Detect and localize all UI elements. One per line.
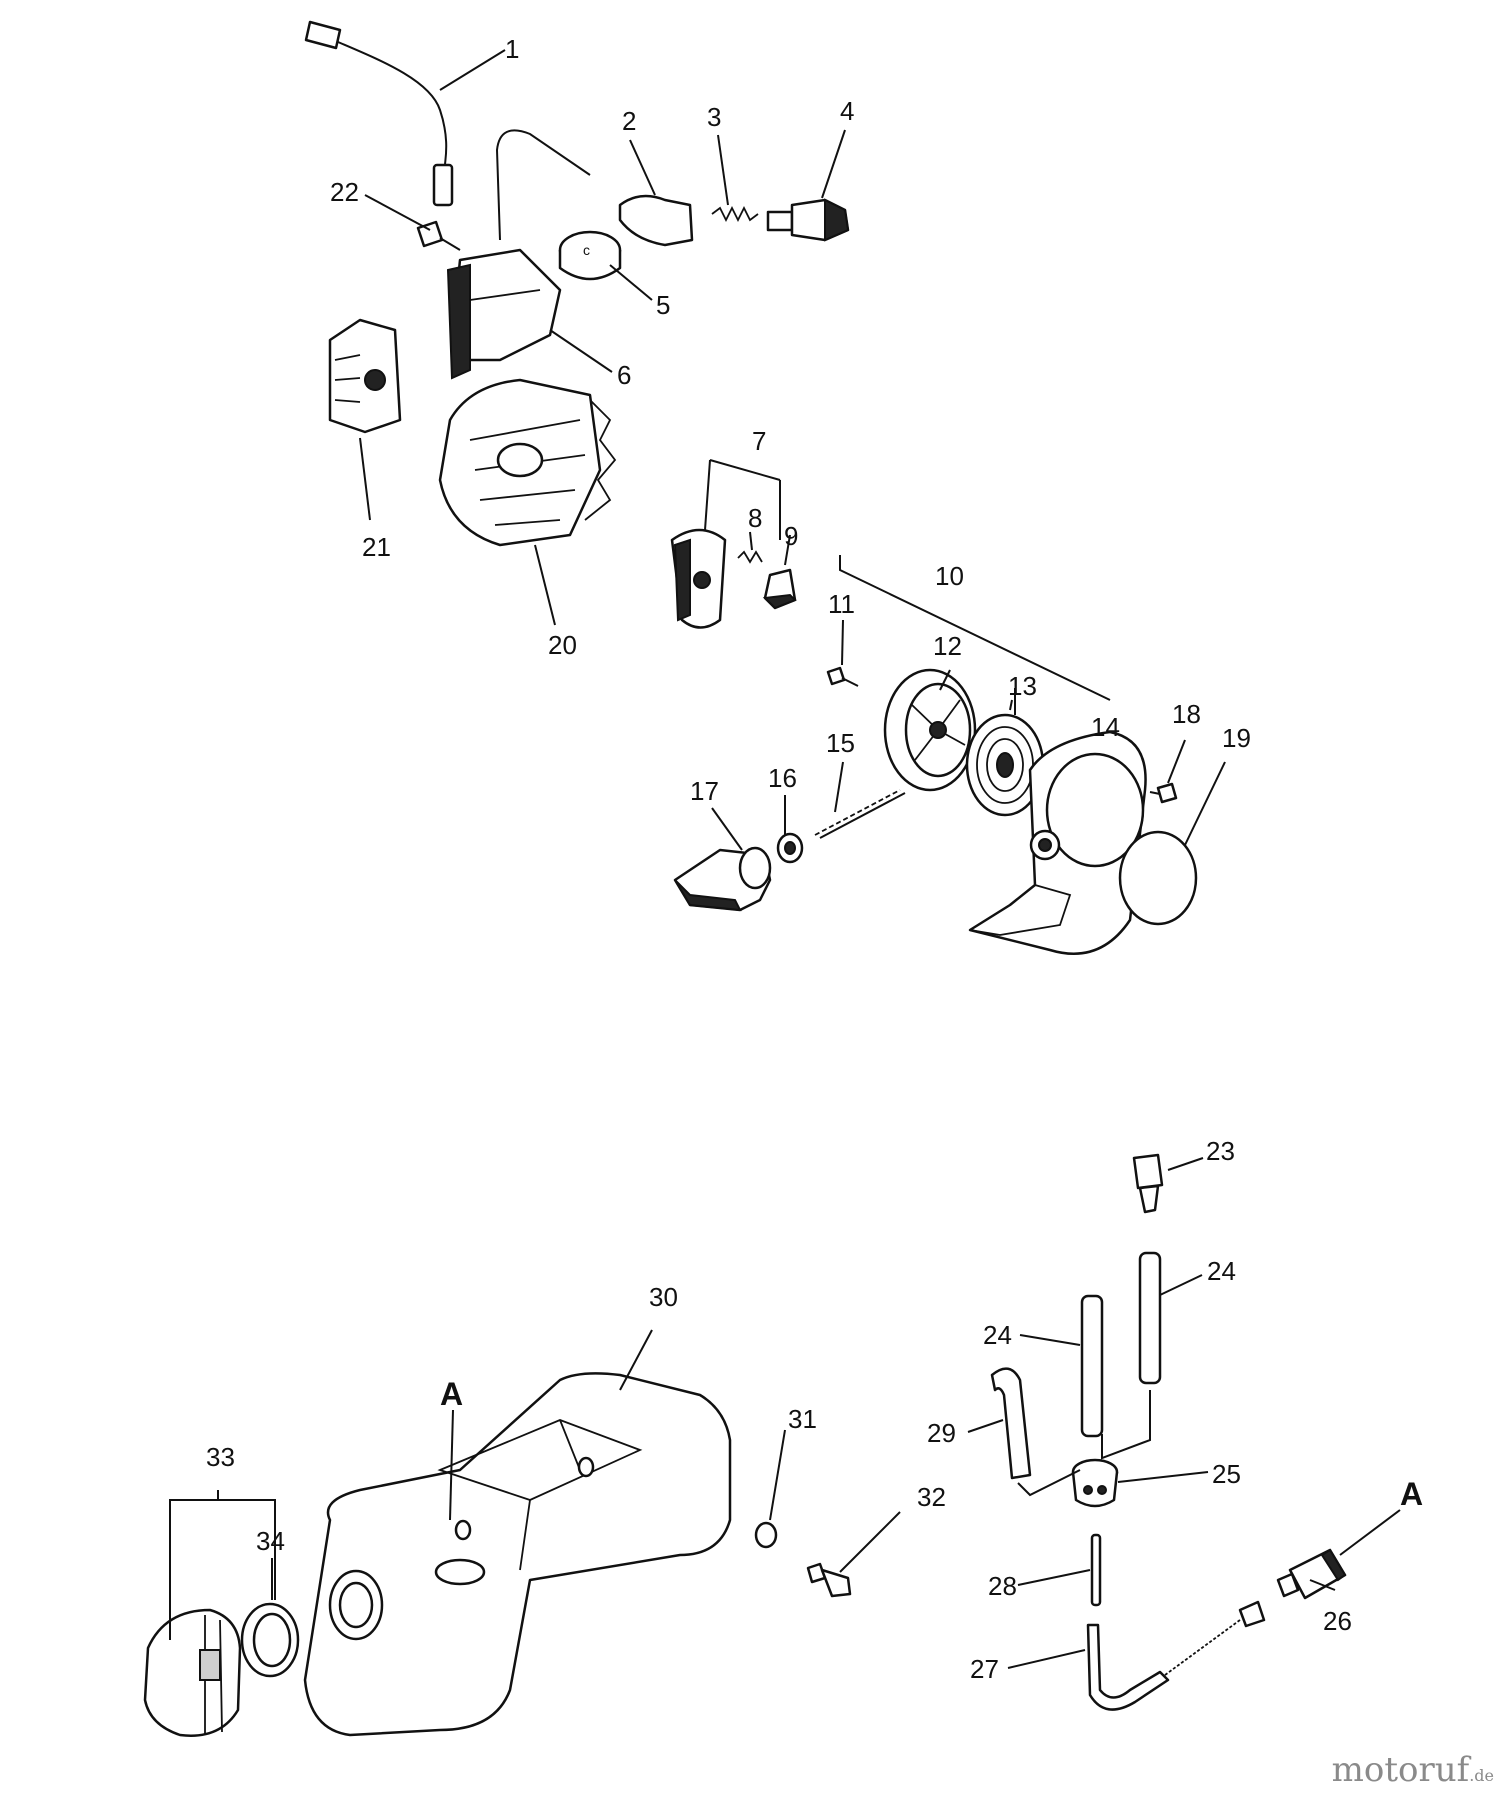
callout-1: 1 [505, 34, 519, 64]
callout-26: 26 [1323, 1606, 1352, 1636]
callout-labels: 1 2 3 4 5 6 7 8 9 10 11 12 13 14 15 16 1… [206, 34, 1423, 1684]
part-8-spring [737, 550, 763, 564]
part-30-fuel-tank [303, 1372, 732, 1737]
part-21-ignition-module [328, 318, 402, 434]
callout-12: 12 [933, 631, 962, 661]
part-27-fuel-line [1086, 1600, 1266, 1711]
callout-19: 19 [1222, 723, 1251, 753]
part-12-pulley [883, 668, 977, 792]
callout-2: 2 [622, 106, 636, 136]
part-31-washer [754, 1521, 778, 1549]
callout-24-left: 24 [983, 1320, 1012, 1350]
callout-8: 8 [748, 503, 762, 533]
part-26-fuel-filter [1276, 1548, 1347, 1600]
callout-9: 9 [784, 521, 798, 551]
part-29-hose [990, 1367, 1032, 1480]
part-14-starter-housing [968, 730, 1147, 955]
part-11-screw [826, 666, 859, 687]
part-18-bolt [1149, 782, 1178, 804]
callout-17: 17 [690, 776, 719, 806]
callout-14: 14 [1091, 712, 1120, 742]
watermark-name: motoruf [1331, 1750, 1470, 1790]
callout-22: 22 [330, 177, 359, 207]
part-1-ignition-wire [304, 20, 454, 207]
svg-text:c: c [583, 242, 590, 258]
part-3-spring [711, 205, 759, 223]
callout-21: 21 [362, 532, 391, 562]
part-6-ignition-coil [446, 129, 591, 380]
part-28-rod [1090, 1533, 1102, 1607]
part-24-tube-left [1080, 1294, 1104, 1438]
part-2-plug-boot [618, 194, 694, 247]
part-32-bolt [806, 1562, 852, 1598]
callout-30: 30 [649, 1282, 678, 1312]
part-4-spark-plug [766, 198, 850, 242]
callout-15: 15 [826, 728, 855, 758]
callout-29: 29 [927, 1418, 956, 1448]
part-33-fuel-cap [143, 1608, 242, 1737]
callout-31: 31 [788, 1404, 817, 1434]
watermark-tld: .de [1469, 1766, 1494, 1785]
part-13-recoil-spring [965, 713, 1045, 817]
callout-18: 18 [1172, 699, 1201, 729]
reference-a-filter: A [1400, 1476, 1423, 1512]
part-16-washer [776, 832, 804, 864]
callout-5: 5 [656, 290, 670, 320]
callout-25: 25 [1212, 1459, 1241, 1489]
part-7-clutch [670, 528, 727, 629]
part-23-plug [1132, 1153, 1164, 1214]
part-19-plate [1118, 830, 1198, 926]
callout-33: 33 [206, 1442, 235, 1472]
callout-34: 34 [256, 1526, 285, 1556]
callout-20: 20 [548, 630, 577, 660]
part-22-screw [416, 220, 461, 251]
part-5-cap: c [558, 230, 622, 281]
callout-6: 6 [617, 360, 631, 390]
callout-13: 13 [1008, 671, 1037, 701]
callout-3: 3 [707, 102, 721, 132]
callout-28: 28 [988, 1571, 1017, 1601]
part-15-rope [814, 789, 906, 839]
part-24-tube-right [1138, 1251, 1162, 1385]
callout-11: 11 [828, 589, 855, 619]
callout-24-right: 24 [1207, 1256, 1236, 1286]
callout-32: 32 [917, 1482, 946, 1512]
callout-23: 23 [1206, 1136, 1235, 1166]
part-20-flywheel [438, 378, 617, 547]
callout-16: 16 [768, 763, 797, 793]
reference-a-tank: A [440, 1376, 463, 1412]
part-25-grommet [1071, 1458, 1119, 1508]
callout-4: 4 [840, 96, 854, 126]
callout-10: 10 [935, 561, 964, 591]
part-34-gasket [240, 1602, 300, 1678]
callout-27: 27 [970, 1654, 999, 1684]
watermark-logo: motoruf.de [1332, 1750, 1494, 1790]
callout-7: 7 [752, 426, 766, 456]
part-9-shoe [762, 568, 797, 610]
leader-lines [169, 49, 1401, 1669]
part-17-handle [673, 846, 772, 912]
